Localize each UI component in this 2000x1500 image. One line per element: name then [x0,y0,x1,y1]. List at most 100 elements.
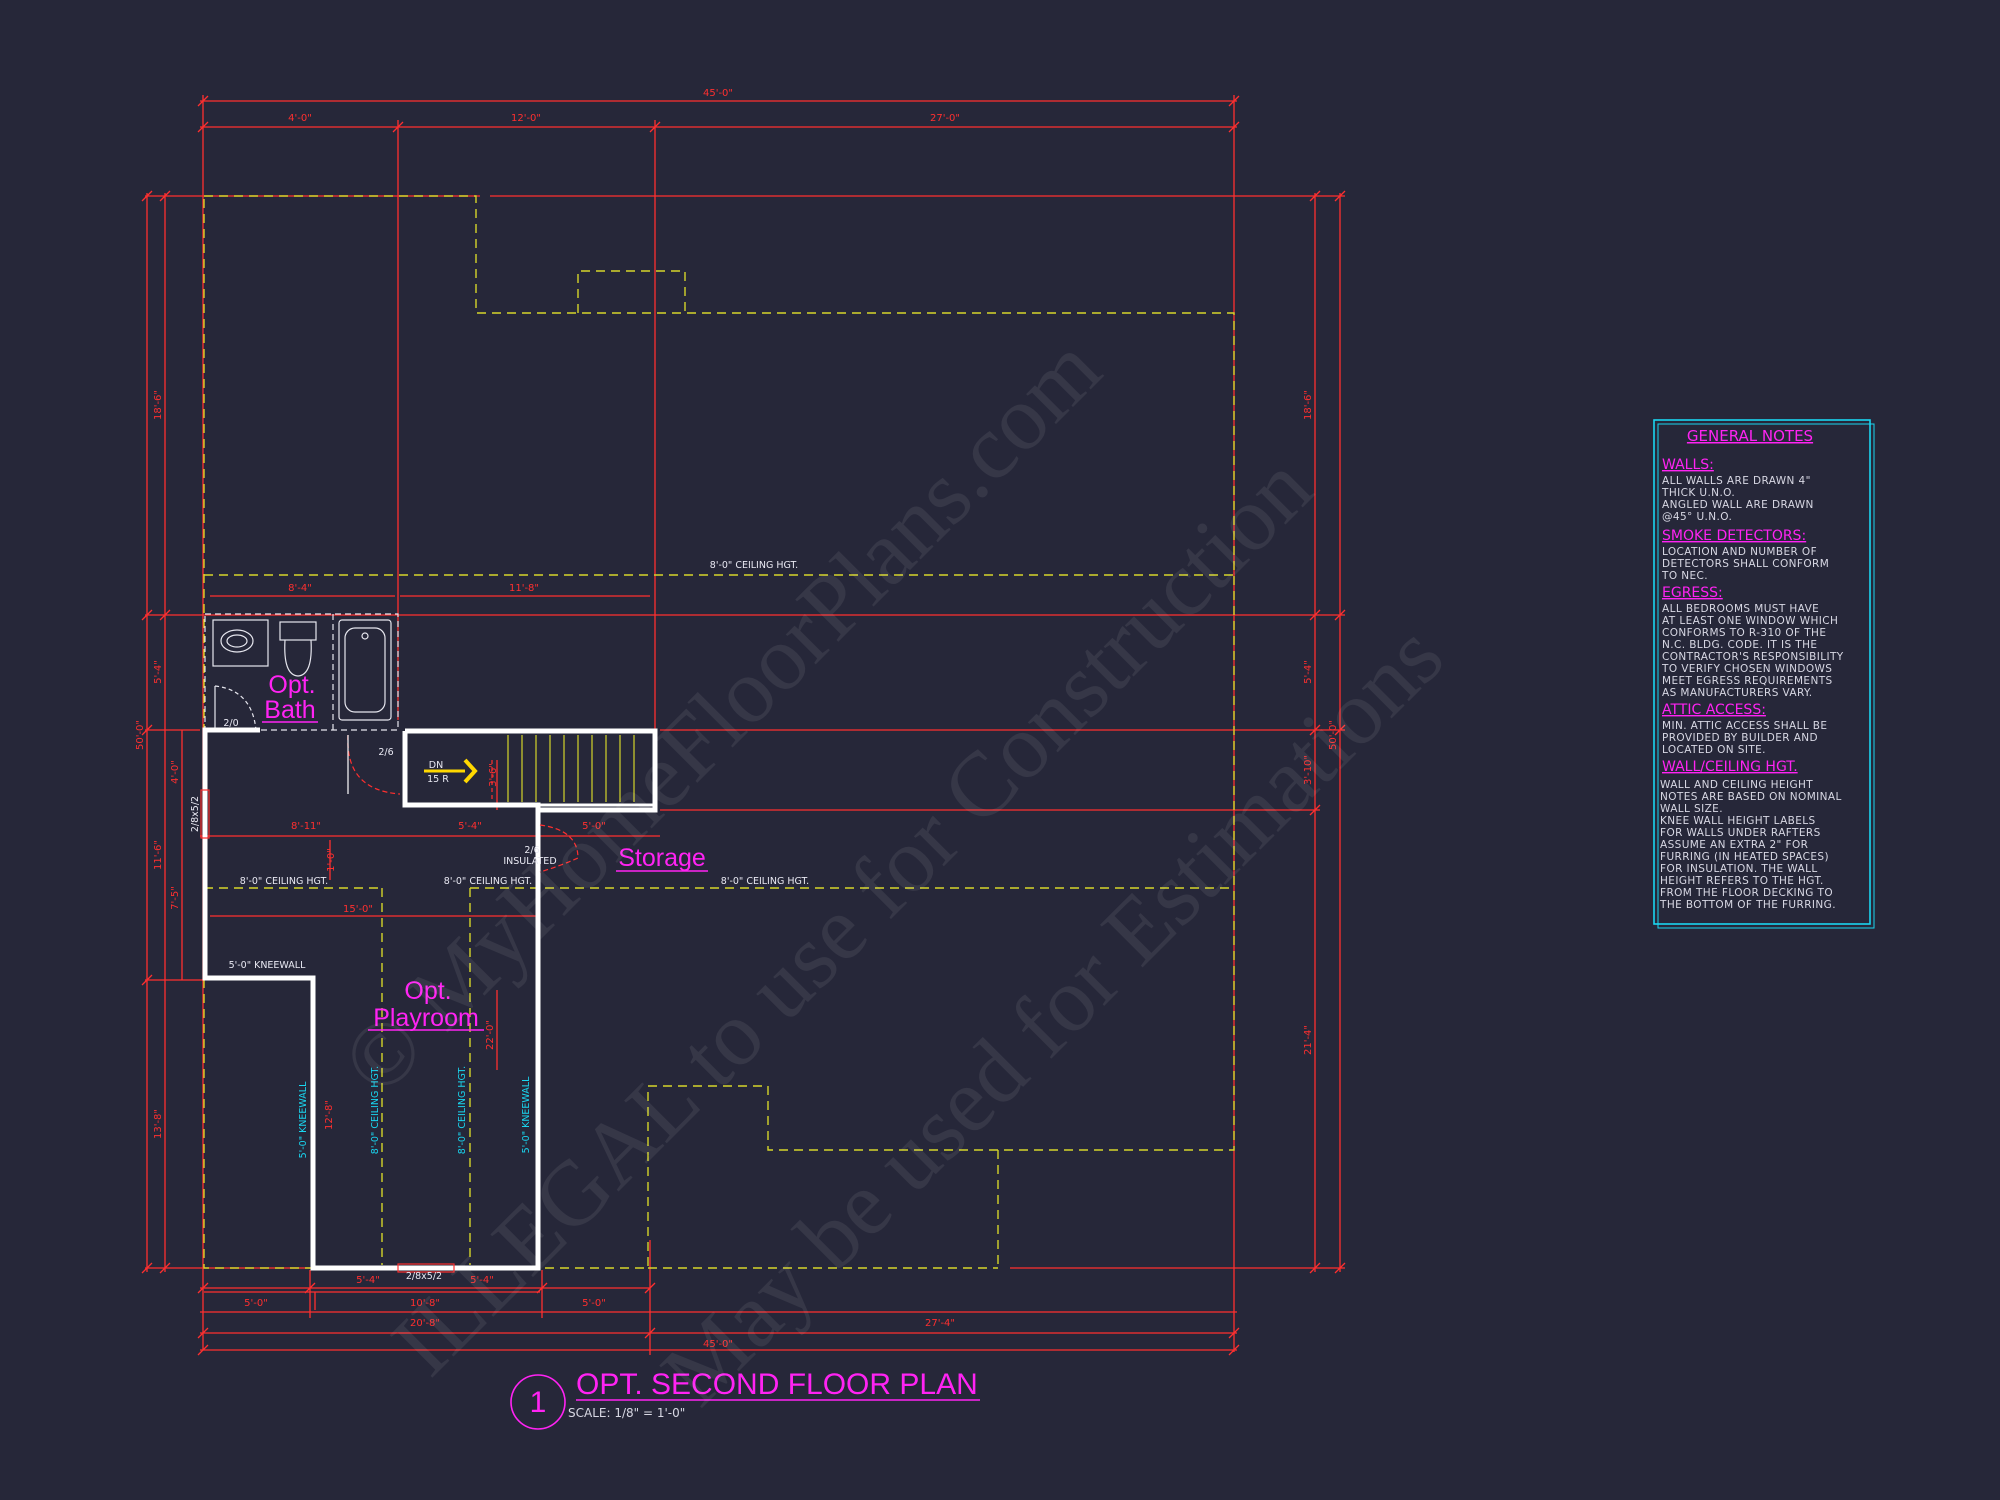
svg-text:8'-0" CEILING HGT.: 8'-0" CEILING HGT. [721,876,809,887]
svg-text:MIN. ATTIC ACCESS SHALL BE: MIN. ATTIC ACCESS SHALL BE [1662,720,1827,732]
svg-text:TO NEC.: TO NEC. [1661,570,1708,582]
svg-text:7'-5": 7'-5" [170,886,181,910]
bathtub-icon [338,619,392,721]
bath-label-1: Opt. [268,671,315,699]
svg-text:12'-0": 12'-0" [511,113,541,124]
bath-fixtures [204,613,399,731]
svg-text:ASSUME AN EXTRA 2" FOR: ASSUME AN EXTRA 2" FOR [1660,839,1808,851]
svg-text:15'-0": 15'-0" [343,904,373,915]
svg-text:THICK U.N.O.: THICK U.N.O. [1661,487,1735,499]
storage-label: Storage [618,844,706,872]
svg-text:5'-0" KNEEWALL: 5'-0" KNEEWALL [229,960,307,971]
room-labels: Opt. Bath Opt. Playroom Storage [262,671,708,1032]
drawing-number: 1 [530,1386,547,1419]
svg-text:8'-0" CEILING HGT.: 8'-0" CEILING HGT. [457,1066,468,1154]
svg-text:KNEE WALL HEIGHT LABELS: KNEE WALL HEIGHT LABELS [1660,815,1816,827]
svg-text:45'-0": 45'-0" [703,88,733,99]
watermark: © MyHomeFloorPlans.com ILLEGAL to use fo… [322,317,1462,1424]
svg-text:PROVIDED BY BUILDER AND: PROVIDED BY BUILDER AND [1662,732,1818,744]
svg-text:GENERAL NOTES: GENERAL NOTES [1687,427,1813,445]
svg-text:SMOKE DETECTORS:: SMOKE DETECTORS: [1662,528,1806,544]
plan-title: OPT. SECOND FLOOR PLAN [576,1368,978,1401]
svg-text:22'-0": 22'-0" [485,1020,496,1050]
dimension-labels: 45'-0" 4'-0" 12'-0" 27'-0" 5'-0" 10'-8" … [135,88,1339,1350]
general-notes-box: GENERAL NOTES WALLS: ALL WALLS ARE DRAWN… [1653,419,1875,929]
staircase [424,735,635,802]
svg-text:THE BOTTOM OF THE FURRING.: THE BOTTOM OF THE FURRING. [1659,899,1836,911]
svg-text:4'-0": 4'-0" [288,113,312,124]
svg-text:WALL AND CEILING HEIGHT: WALL AND CEILING HEIGHT [1660,779,1813,791]
svg-text:2/8x5/2: 2/8x5/2 [406,1271,442,1282]
svg-text:WALLS:: WALLS: [1662,457,1714,473]
walls [202,727,658,1271]
svg-text:TO VERIFY CHOSEN WINDOWS: TO VERIFY CHOSEN WINDOWS [1661,663,1832,675]
stair-direction-arrow-icon [463,758,478,784]
title-block: 1 OPT. SECOND FLOOR PLAN SCALE: 1/8" = 1… [510,1368,980,1430]
svg-text:18'-6": 18'-6" [153,390,164,420]
svg-text:AS MANUFACTURERS VARY.: AS MANUFACTURERS VARY. [1662,687,1812,699]
svg-text:20'-8": 20'-8" [410,1318,440,1329]
plan-scale: SCALE: 1/8" = 1'-0" [568,1406,685,1420]
svg-text:FROM THE FLOOR DECKING TO: FROM THE FLOOR DECKING TO [1660,887,1833,899]
svg-text:8'-0" CEILING HGT.: 8'-0" CEILING HGT. [370,1066,381,1154]
svg-text:8'-0" CEILING HGT.: 8'-0" CEILING HGT. [240,876,328,887]
toilet-icon [279,621,317,677]
svg-text:11'-6": 11'-6" [153,840,164,870]
storage-door-swing [539,824,579,873]
svg-text:5'-0" KNEEWALL: 5'-0" KNEEWALL [521,1076,532,1154]
svg-text:8'-11": 8'-11" [291,821,321,832]
svg-text:FOR INSULATION. THE WALL: FOR INSULATION. THE WALL [1660,863,1818,875]
svg-text:5'-0": 5'-0" [244,1298,268,1309]
svg-text:13'-8": 13'-8" [153,1109,164,1139]
svg-text:8'-0" CEILING HGT.: 8'-0" CEILING HGT. [444,876,532,887]
svg-text:FOR WALLS UNDER RAFTERS: FOR WALLS UNDER RAFTERS [1660,827,1821,839]
svg-text:5'-4": 5'-4" [356,1275,380,1286]
svg-text:5'-0": 5'-0" [582,821,606,832]
bath-label-2: Bath [264,696,315,724]
svg-text:2/6: 2/6 [378,747,393,758]
svg-text:CONTRACTOR'S RESPONSIBILITY: CONTRACTOR'S RESPONSIBILITY [1662,651,1844,663]
svg-text:MEET EGRESS REQUIREMENTS: MEET EGRESS REQUIREMENTS [1662,675,1833,687]
svg-text:5'-4": 5'-4" [153,660,164,684]
svg-text:10'-8": 10'-8" [410,1298,440,1309]
dimension-lines [141,95,1346,1356]
svg-text:5'-4": 5'-4" [470,1275,494,1286]
playroom-label-1: Opt. [404,977,451,1005]
svg-text:3'-6": 3'-6" [488,763,499,787]
svg-text:5'-0": 5'-0" [582,1298,606,1309]
svg-text:5'-4": 5'-4" [458,821,482,832]
svg-text:ATTIC ACCESS:: ATTIC ACCESS: [1662,702,1766,718]
svg-text:NOTES ARE BASED ON NOMINAL: NOTES ARE BASED ON NOMINAL [1660,791,1842,803]
svg-text:4'-0": 4'-0" [170,760,181,784]
svg-text:11'-8": 11'-8" [509,583,539,594]
svg-text:8'-4": 8'-4" [288,583,312,594]
svg-text:12'-8": 12'-8" [324,1100,335,1130]
svg-text:CONFORMS TO R-310 OF THE: CONFORMS TO R-310 OF THE [1662,627,1826,639]
svg-text:50'-0": 50'-0" [1328,720,1339,750]
sink-icon [212,619,269,667]
svg-text:EGRESS:: EGRESS: [1662,585,1723,601]
svg-text:DN: DN [429,760,443,771]
playroom-label-2: Playroom [373,1004,479,1032]
svg-text:LOCATED ON SITE.: LOCATED ON SITE. [1662,744,1766,756]
svg-text:15 R: 15 R [427,774,449,785]
svg-text:1'-0": 1'-0" [326,848,337,872]
drawing-number-circle [510,1374,566,1430]
svg-text:5'-0" KNEEWALL: 5'-0" KNEEWALL [298,1081,309,1159]
svg-text:HEIGHT REFERS TO THE HGT.: HEIGHT REFERS TO THE HGT. [1660,875,1824,887]
svg-text:21'-4": 21'-4" [1303,1025,1314,1055]
svg-text:5'-4": 5'-4" [1303,660,1314,684]
svg-text:DETECTORS SHALL CONFORM: DETECTORS SHALL CONFORM [1662,558,1829,570]
svg-text:2/6: 2/6 [524,845,539,856]
svg-text:N.C. BLDG. CODE. IT IS THE: N.C. BLDG. CODE. IT IS THE [1662,639,1817,651]
svg-text:2/8x5/2: 2/8x5/2 [190,796,201,832]
svg-text:ALL BEDROOMS MUST HAVE: ALL BEDROOMS MUST HAVE [1662,603,1819,615]
svg-text:AT LEAST ONE WINDOW WHICH: AT LEAST ONE WINDOW WHICH [1662,615,1838,627]
svg-text:WALL SIZE.: WALL SIZE. [1660,803,1723,815]
svg-text:WALL/CEILING HGT.: WALL/CEILING HGT. [1662,759,1798,775]
svg-text:ANGLED WALL ARE DRAWN: ANGLED WALL ARE DRAWN [1662,499,1814,511]
svg-text:45'-0": 45'-0" [703,1339,733,1350]
svg-text:@45° U.N.O.: @45° U.N.O. [1662,511,1732,523]
svg-text:27'-4": 27'-4" [925,1318,955,1329]
